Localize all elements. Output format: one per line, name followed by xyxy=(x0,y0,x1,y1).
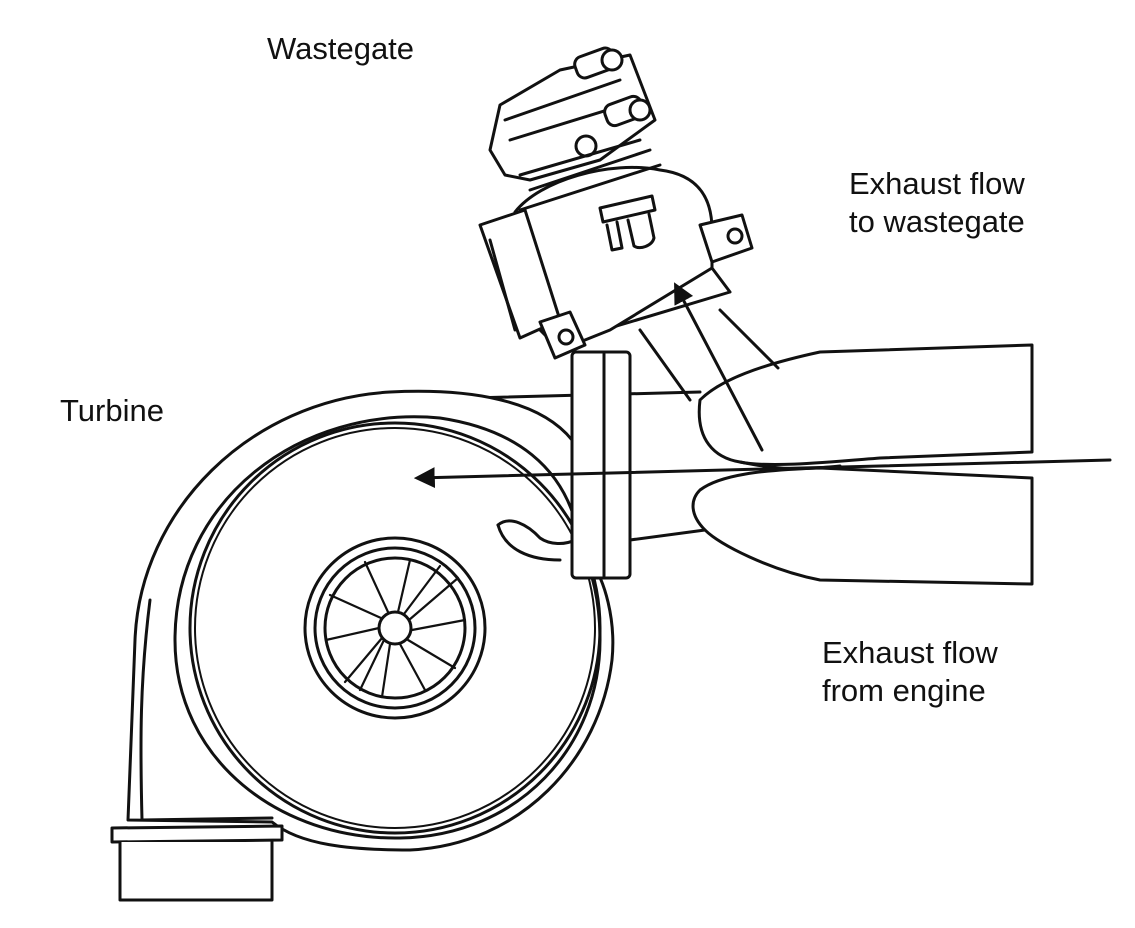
flow-arrows xyxy=(413,282,1112,489)
exhaust-from-engine-label: Exhaust flow from engine xyxy=(822,634,998,710)
wastegate-label: Wastegate xyxy=(267,31,415,66)
wastegate-body xyxy=(478,165,754,360)
turbine-label: Turbine xyxy=(60,393,164,428)
exhaust-to-wastegate-line-2: to wastegate xyxy=(849,204,1025,239)
turbine-housing xyxy=(110,389,615,902)
exhaust-pipe xyxy=(468,343,1034,586)
exhaust-to-wastegate-label: Exhaust flow to wastegate xyxy=(849,165,1025,241)
wastegate-actuator xyxy=(488,46,662,212)
tial-logo-icon xyxy=(598,194,657,252)
exhaust-flow-arrow xyxy=(413,458,1112,489)
exhaust-to-wastegate-line-1: Exhaust flow xyxy=(849,166,1025,201)
turbine-wheel xyxy=(303,536,487,720)
exhaust-from-engine-line-1: Exhaust flow xyxy=(822,635,998,670)
exhaust-from-engine-line-2: from engine xyxy=(822,673,986,708)
turbine-inlet-flange xyxy=(570,350,632,580)
wastegate-flow-arrow xyxy=(674,282,764,452)
